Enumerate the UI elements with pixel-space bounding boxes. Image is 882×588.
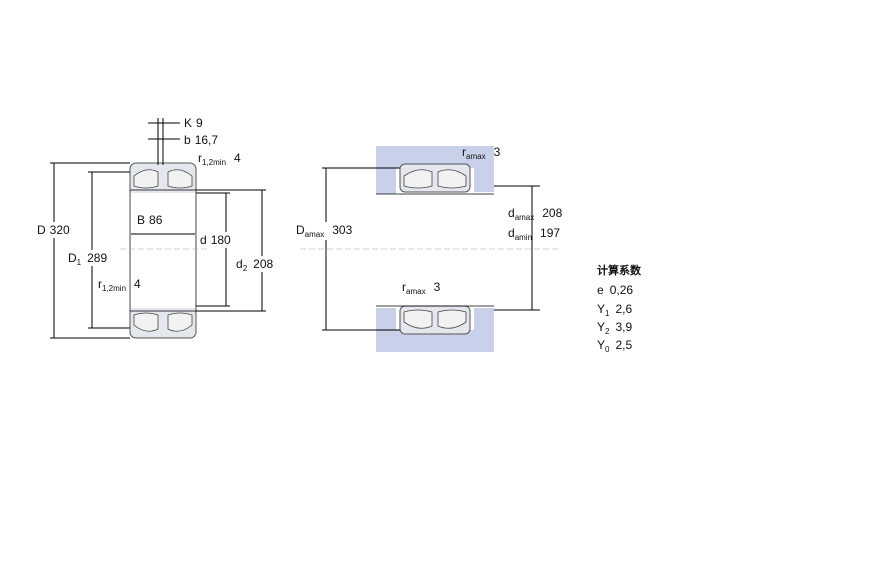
housing-bottom-shoulder-left: [376, 308, 396, 334]
calc-factors-title: 计算系数: [597, 263, 642, 277]
top-rollers: [130, 169, 196, 191]
bore-area: [131, 193, 195, 308]
housing-top-shoulder-right: [474, 168, 494, 192]
housing-bottom-shoulder-right: [474, 308, 494, 330]
housing-top: [376, 146, 494, 168]
housing-top-shoulder-left: [376, 168, 396, 194]
bottom-rollers: [130, 310, 196, 332]
housing-bottom: [376, 330, 494, 352]
